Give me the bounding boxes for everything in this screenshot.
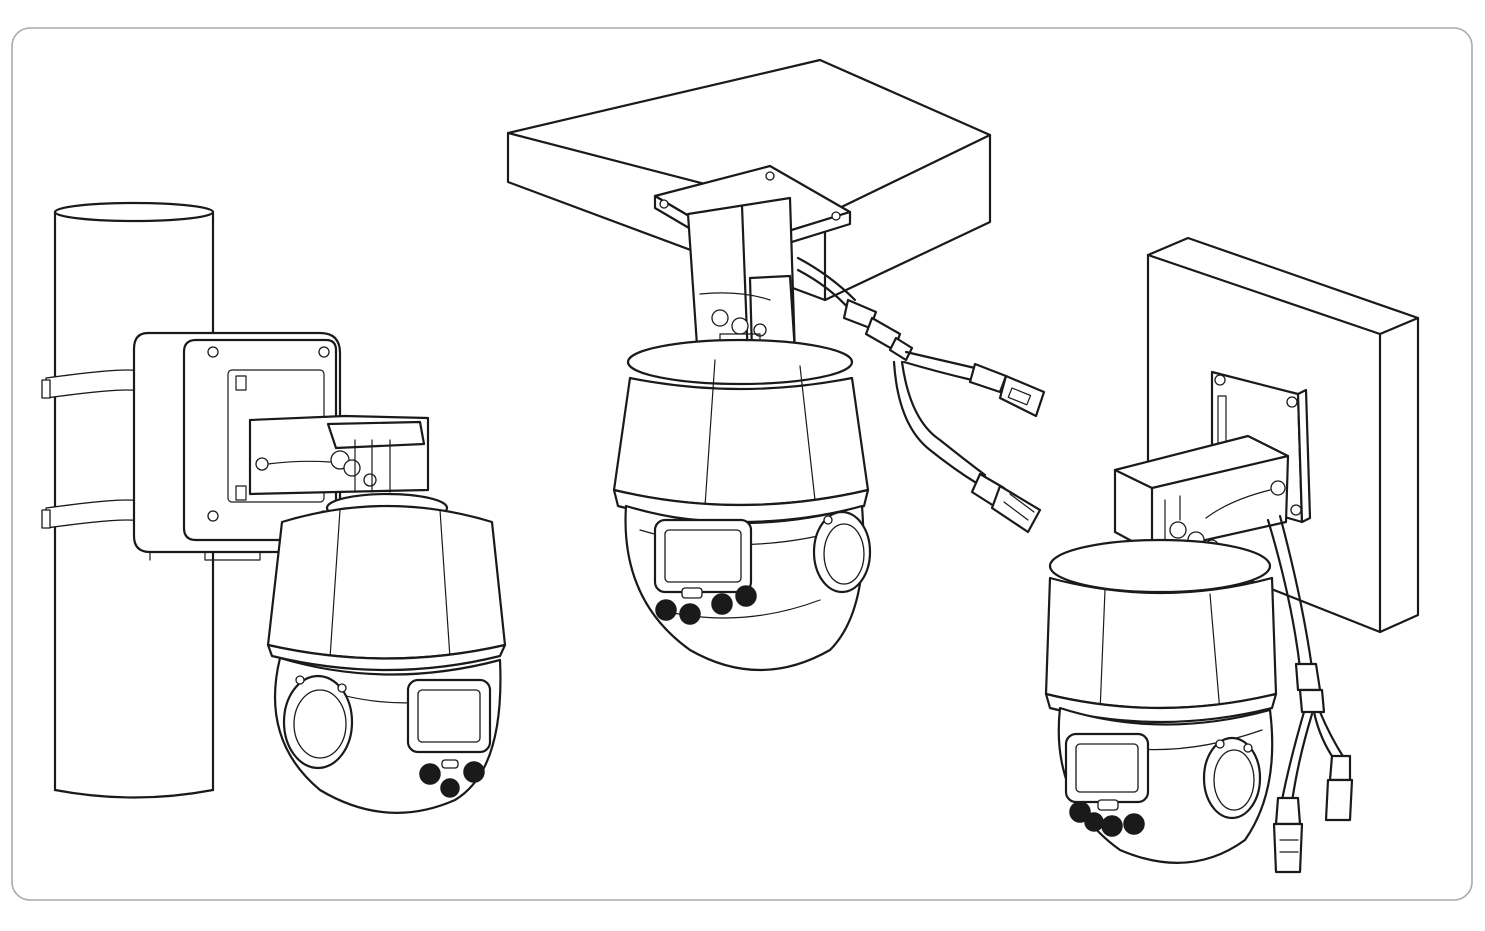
illustration-border — [11, 27, 1473, 901]
ptz-dome-camera-wall — [1044, 538, 1278, 864]
pole-camera-lens — [282, 674, 354, 770]
wall-mount-scene — [1044, 236, 1420, 874]
ceiling-power-connector — [968, 362, 1046, 418]
wall-power-connector — [1324, 754, 1354, 822]
wall-mount-bracket — [1113, 370, 1312, 554]
pole-clamp-straps — [41, 369, 141, 529]
pole-camera-sensor-window — [406, 678, 492, 798]
wall-camera-lens — [1202, 736, 1262, 820]
wall-cable-harness — [1266, 514, 1354, 874]
ceiling-rj45-connector — [970, 472, 1042, 534]
ptz-dome-camera-ceiling — [612, 338, 872, 671]
ceiling-mount-scene — [506, 58, 1046, 671]
wall-rj45-connector — [1272, 796, 1304, 874]
wall-camera-sensor-window — [1064, 732, 1150, 837]
ceiling-mount-bracket — [653, 164, 852, 362]
ptz-dome-camera-pole — [266, 492, 507, 814]
ceiling-cable-harness — [796, 256, 1046, 534]
ceiling-camera-sensor-window — [653, 518, 757, 625]
ceiling-camera-lens — [812, 510, 872, 594]
pole-mount-scene — [41, 201, 507, 814]
